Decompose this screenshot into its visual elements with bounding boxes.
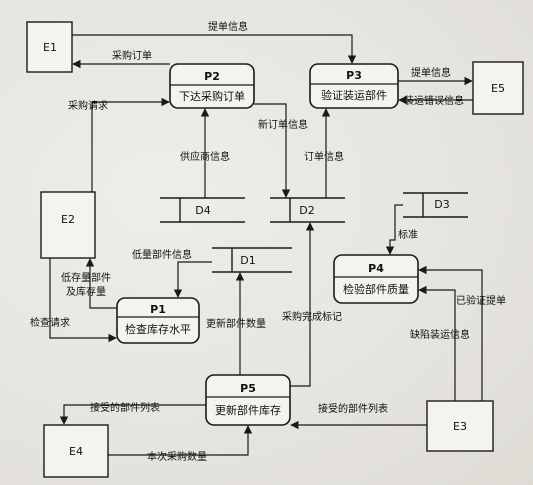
- flow-p5-e4-label: 接受的部件列表: [90, 401, 160, 414]
- flow-e3-p4-verified: 已验证提单: [418, 265, 506, 401]
- entity-e2[interactable]: E2: [40, 191, 96, 259]
- process-p2-name: 下达采购订单: [179, 89, 245, 103]
- flow-e3-p5: 接受的部件列表: [290, 402, 427, 430]
- flow-p5-d2: 采购完成标记: [282, 222, 342, 387]
- flow-p2-d2: 新订单信息: [254, 103, 308, 198]
- flow-e2-p1-label: 检查请求: [30, 316, 70, 329]
- flow-e1-p3-label: 提单信息: [208, 20, 248, 33]
- process-p1[interactable]: P1 检查库存水平: [116, 297, 200, 344]
- flow-p5-d1: 更新部件数量: [206, 272, 266, 375]
- flow-d1-p1: 低量部件信息: [132, 248, 212, 298]
- process-p2-id: P2: [204, 70, 220, 83]
- flow-p5-d1-label: 更新部件数量: [206, 317, 266, 330]
- entity-e4[interactable]: E4: [43, 424, 109, 478]
- process-p5-name: 更新部件库存: [215, 403, 281, 417]
- flow-d1-p1-label: 低量部件信息: [132, 248, 192, 261]
- flow-d3-p4: 标准: [385, 204, 418, 255]
- store-d4[interactable]: D4: [160, 197, 245, 223]
- flow-e5-p3: 装运错误信息: [398, 94, 473, 107]
- flow-e2-p2: 采购请求: [68, 97, 170, 192]
- process-p3-name: 验证装运部件: [321, 88, 387, 102]
- flow-e3-p4-defect-label: 缺陷装运信息: [410, 328, 470, 341]
- process-p2[interactable]: P2 下达采购订单: [169, 63, 255, 109]
- process-p1-id: P1: [150, 303, 166, 316]
- flow-e1-p3: 提单信息: [72, 20, 357, 64]
- process-p1-name: 检查库存水平: [125, 322, 191, 336]
- flow-d2-p3-label: 订单信息: [304, 150, 344, 163]
- flow-p2-e1: 采购订单: [72, 49, 170, 69]
- store-d3[interactable]: D3: [403, 192, 468, 218]
- process-p5-id: P5: [240, 382, 256, 395]
- flow-e2-p1: 检查请求: [30, 258, 117, 343]
- entity-e2-label: E2: [61, 213, 75, 226]
- flow-p3-e5: 提单信息: [398, 66, 473, 86]
- flow-p5-e4: 接受的部件列表: [59, 401, 206, 425]
- store-d3-label: D3: [434, 198, 449, 211]
- flow-e5-p3-label: 装运错误信息: [404, 94, 464, 107]
- flow-p1-e2: 低存量部件 及库存量: [61, 258, 117, 309]
- entity-e3[interactable]: E3: [426, 400, 494, 452]
- entity-e1[interactable]: E1: [26, 21, 73, 73]
- entity-e5[interactable]: E5: [472, 61, 524, 115]
- flow-e4-p5-label: 本次采购数量: [147, 450, 207, 463]
- flow-e3-p5-label: 接受的部件列表: [318, 402, 388, 415]
- store-d1-label: D1: [240, 254, 255, 267]
- flow-p3-e5-label: 提单信息: [411, 66, 451, 79]
- store-d2[interactable]: D2: [270, 197, 345, 223]
- flow-d3-p4-label: 标准: [398, 229, 418, 241]
- flow-e2-p2-label: 采购请求: [68, 99, 108, 112]
- entity-e5-label: E5: [491, 82, 505, 95]
- entity-e1-label: E1: [43, 41, 57, 54]
- flow-e3-p4-defect: 缺陷装运信息: [410, 285, 470, 401]
- process-p3[interactable]: P3 验证装运部件: [309, 63, 399, 109]
- flow-p1-e2-label-a: 低存量部件: [61, 271, 111, 284]
- store-d2-label: D2: [299, 204, 314, 217]
- store-d4-label: D4: [195, 204, 210, 217]
- process-p5[interactable]: P5 更新部件库存: [205, 374, 291, 426]
- flow-p2-e1-label: 采购订单: [112, 49, 152, 62]
- process-p4-name: 检验部件质量: [343, 282, 409, 296]
- entity-e4-label: E4: [69, 445, 83, 458]
- entity-e3-label: E3: [453, 420, 467, 433]
- process-p4[interactable]: P4 检验部件质量: [333, 254, 419, 304]
- flow-p5-d2-label: 采购完成标记: [282, 310, 342, 323]
- flow-e3-p4-verified-label: 已验证提单: [456, 294, 506, 307]
- process-p4-id: P4: [368, 262, 384, 275]
- flow-p2-d2-label: 新订单信息: [258, 118, 308, 131]
- flow-d4-p2: 供应商信息: [180, 108, 230, 198]
- store-d1[interactable]: D1: [212, 247, 292, 273]
- flow-d2-p3: 订单信息: [304, 108, 344, 198]
- flow-p1-e2-label-b: 及库存量: [66, 285, 106, 298]
- process-p3-id: P3: [346, 69, 362, 82]
- flow-e4-p5: 本次采购数量: [108, 425, 253, 463]
- flow-d4-p2-label: 供应商信息: [180, 150, 230, 163]
